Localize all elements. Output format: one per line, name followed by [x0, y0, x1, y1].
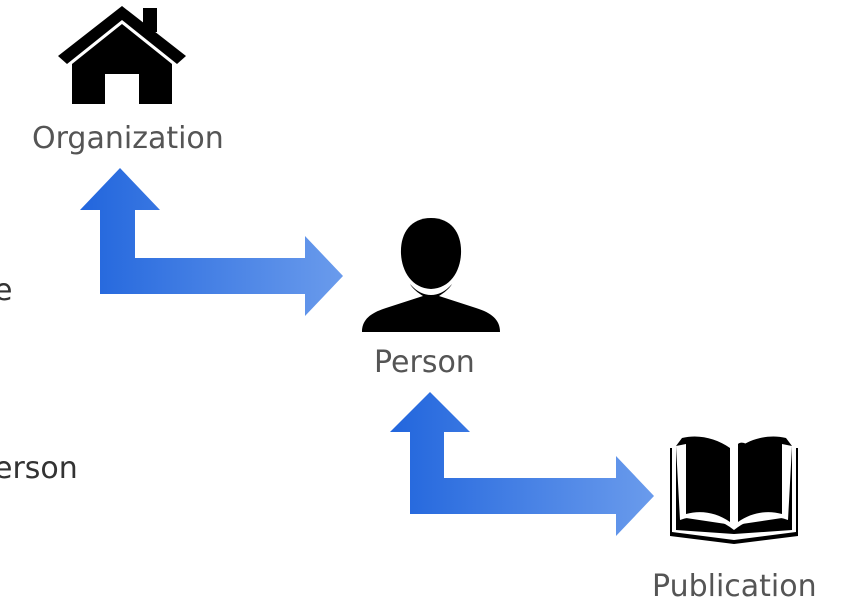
- person-label: Person: [374, 345, 475, 380]
- publication-label: Publication: [652, 569, 817, 603]
- clipped-text-fragment-2: erson: [0, 451, 78, 486]
- person-silhouette-icon: [362, 218, 500, 332]
- person-publication-arrow: [390, 392, 654, 536]
- clipped-text-fragment-1: e: [0, 273, 13, 308]
- house-icon: [58, 6, 186, 104]
- organization-person-arrow: [80, 168, 343, 316]
- organization-label: Organization: [32, 121, 224, 156]
- open-book-icon: [670, 436, 798, 544]
